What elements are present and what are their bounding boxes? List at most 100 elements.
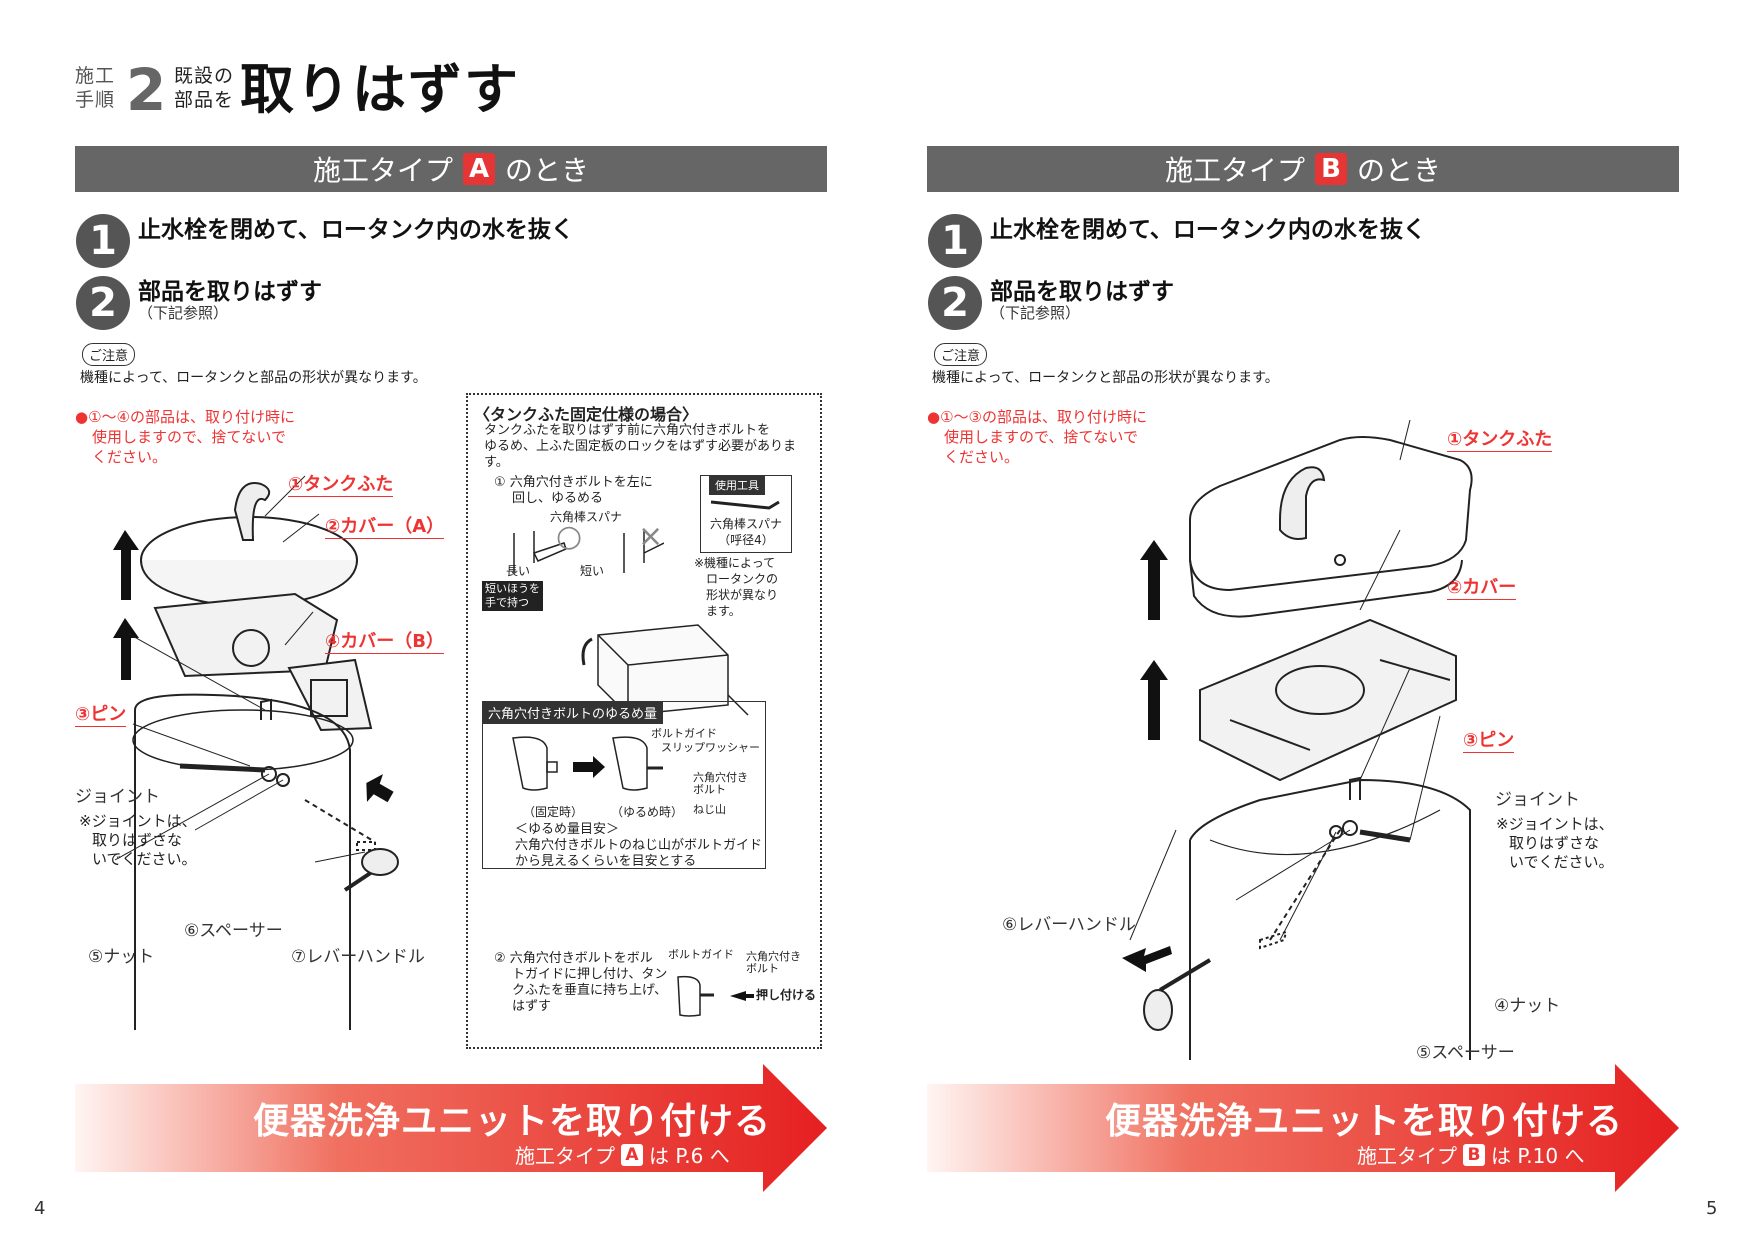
press-bolt-illustration xyxy=(677,975,754,1017)
loosen-guide-text: 六角穴付きボルトのねじ山がボルトガイド から見えるくらいを目安とする xyxy=(515,838,762,870)
slip-washer-label: スリップワッシャー xyxy=(661,741,760,754)
step-number-1: 1 xyxy=(76,214,130,268)
bolt-guide-label-2: ボルトガイド xyxy=(668,948,734,961)
loosen-guide-line: から見えるくらいを目安とする xyxy=(515,854,697,869)
keep-parts-note-line: 使用しますので、捨てないで xyxy=(92,428,286,446)
banner-title: 便器洗浄ユニットを取り付ける xyxy=(253,1101,772,1142)
caution-text: 機種によって、ロータンクと部品の形状が異なります。 xyxy=(80,370,427,386)
hex-bolt-label-line: 六角穴付き xyxy=(693,771,748,784)
bolt-loosen-illustration xyxy=(512,736,663,791)
part-label-spacer: ⑤スペーサー xyxy=(1416,1043,1515,1063)
hex-bolt-label-line: ボルト xyxy=(693,783,726,796)
banner-suffix: は P.6 へ xyxy=(649,1144,730,1168)
part-label-pin: ③ピン xyxy=(75,700,127,727)
fixed-lid-desc-line: ゆるめ、上ふた固定板のロックをはずす必要があります。 xyxy=(484,439,797,470)
fixed-state-label: （固定時） xyxy=(523,805,584,819)
step-text-1: 止水栓を閉めて、ロータンク内の水を抜く xyxy=(138,217,574,243)
part-label-lever: ⑦レバーハンドル xyxy=(291,947,425,967)
fixed-step1-line: 回し、ゆるめる xyxy=(512,491,604,506)
keep-parts-note-line: ●①～④の部品は、取り付け時に xyxy=(75,408,295,426)
wrench-usage-illustration xyxy=(513,531,664,573)
section-bar-suffix: のとき xyxy=(505,154,590,187)
header-label: 施工 手順 xyxy=(75,64,115,112)
tank-lid-small-illustration xyxy=(581,624,749,716)
next-step-banner-a[interactable]: 便器洗浄ユニットを取り付ける 施工タイプ A は P.6 へ xyxy=(75,1064,827,1192)
caution-tag: ご注意 xyxy=(82,343,136,366)
type-b-parts-illustration xyxy=(1122,420,1473,1060)
hex-wrench-icon xyxy=(710,500,780,510)
tool-name-line: （呼径4） xyxy=(718,533,774,547)
keep-parts-note: ●①～③の部品は、取り付け時に 使用しますので、捨てないで ください。 xyxy=(927,407,1147,467)
step-number-2: 2 xyxy=(928,276,982,330)
header-label-line2: 手順 xyxy=(75,89,116,111)
header-label-line1: 施工 xyxy=(75,65,116,87)
short-label: 短い xyxy=(580,564,605,578)
tool-box-header: 使用工具 xyxy=(709,475,765,495)
step-number-1: 1 xyxy=(928,214,982,268)
type-badge: B xyxy=(1315,153,1347,185)
step-sub-2: （下記参照） xyxy=(990,304,1081,322)
hex-bolt-label: 六角穴付き ボルト xyxy=(693,772,748,796)
next-step-banner-b[interactable]: 便器洗浄ユニットを取り付ける 施工タイプ B は P.10 へ xyxy=(927,1064,1679,1192)
part-label-cover: ②カバー xyxy=(1447,573,1517,600)
fixed-step2: ② 六角穴付きボルトをボル トガイドに押し付け、タン クふたを垂直に持ち上げ、 … xyxy=(494,951,667,1015)
step-number-2: 2 xyxy=(76,276,130,330)
keep-parts-note-line: ください。 xyxy=(944,448,1020,466)
joint-note-line: ※ジョイントは、 xyxy=(1496,815,1614,833)
loosen-amount-header: 六角穴付きボルトのゆるめ量 xyxy=(482,701,664,724)
section-bar-suffix: のとき xyxy=(1357,154,1442,187)
page-number-left: 4 xyxy=(34,1198,46,1219)
tool-note-line: 形状が異なり xyxy=(706,588,779,602)
tool-box: 使用工具 六角棒スパナ （呼径4） xyxy=(700,475,792,553)
tool-name: 六角棒スパナ （呼径4） xyxy=(705,516,787,548)
hex-bolt-label-2: 六角穴付き ボルト xyxy=(746,951,801,975)
loosen-amount-box: 六角穴付きボルトのゆるめ量 ボルトガイド スリップワッシャー 六角穴付き ボルト… xyxy=(482,701,766,869)
tool-note: ※機種によって ロータンクの 形状が異なり ます。 xyxy=(694,555,778,619)
ng-mark: × xyxy=(638,519,664,554)
banner-subtitle: 施工タイプ B は P.10 へ xyxy=(1357,1140,1584,1169)
joint-note: ※ジョイントは、 取りはずさな いでください。 xyxy=(1496,815,1614,872)
type-badge: A xyxy=(463,153,495,185)
part-label-joint: ジョイント xyxy=(1495,790,1580,810)
banner-suffix: は P.10 へ xyxy=(1491,1144,1585,1168)
joint-note-line: ※ジョイントは、 xyxy=(79,812,197,830)
fixed-step2-line: トガイドに押し付け、タン xyxy=(512,967,668,982)
part-label-nut: ⑤ナット xyxy=(88,947,155,967)
keep-parts-note-line: ●①～③の部品は、取り付け時に xyxy=(927,408,1147,426)
tool-note-line: ※機種によって xyxy=(694,556,776,570)
keep-parts-note-line: ください。 xyxy=(92,448,168,466)
banner-prefix: 施工タイプ xyxy=(515,1144,615,1168)
part-label-lever: ⑥レバーハンドル xyxy=(1002,915,1136,935)
fixed-lid-box: 〈タンクふた固定仕様の場合〉 タンクふたを取りはずす前に六角穴付きボルトを ゆる… xyxy=(466,393,822,1049)
thread-label: ねじ山 xyxy=(693,803,726,816)
keep-parts-note: ●①～④の部品は、取り付け時に 使用しますので、捨てないで ください。 xyxy=(75,407,295,467)
banner-title: 便器洗浄ユニットを取り付ける xyxy=(1105,1101,1624,1142)
caution-tag: ご注意 xyxy=(934,343,988,366)
section-bar-prefix: 施工タイプ xyxy=(1164,154,1305,187)
loosened-state-label: （ゆるめ時） xyxy=(611,805,684,819)
hold-note-line: 短いほうを xyxy=(485,582,540,595)
step-text-1: 止水栓を閉めて、ロータンク内の水を抜く xyxy=(990,217,1426,243)
page-number-right: 5 xyxy=(1706,1198,1718,1219)
hex-wrench-label: 六角棒スパナ xyxy=(550,510,623,524)
fixed-step2-line: クふたを垂直に持ち上げ、 xyxy=(512,983,668,998)
joint-note-line: 取りはずさな xyxy=(92,831,183,849)
banner-badge: B xyxy=(1463,1143,1485,1166)
fixed-lid-title: 〈タンクふた固定仕様の場合〉 xyxy=(474,405,699,424)
part-label-tank-lid: ①タンクふた xyxy=(1447,425,1553,452)
loosen-guide-title: ＜ゆるめ量目安＞ xyxy=(515,822,620,837)
banner-subtitle: 施工タイプ A は P.6 へ xyxy=(515,1140,730,1169)
header-sub-line1: 既設の xyxy=(174,65,235,87)
step-sub-2: （下記参照） xyxy=(138,304,229,322)
joint-note: ※ジョイントは、 取りはずさな いでください。 xyxy=(79,812,197,869)
part-label-nut: ④ナット xyxy=(1494,996,1561,1016)
fixed-step1-line: ① 六角穴付きボルトを左に xyxy=(494,475,653,490)
hex-bolt-label-2-line: ボルト xyxy=(746,962,779,975)
section-bar-type-a: 施工タイプ A のとき xyxy=(75,146,827,192)
hold-note-line: 手で持つ xyxy=(485,596,529,609)
hold-short-side-note: 短いほうを 手で持つ xyxy=(482,581,543,611)
keep-parts-note-line: 使用しますので、捨てないで xyxy=(944,428,1138,446)
part-label-tank-lid: ①タンクふた xyxy=(288,470,394,497)
press-label: 押し付ける xyxy=(756,988,817,1002)
bolt-guide-label: ボルトガイド xyxy=(651,727,717,740)
